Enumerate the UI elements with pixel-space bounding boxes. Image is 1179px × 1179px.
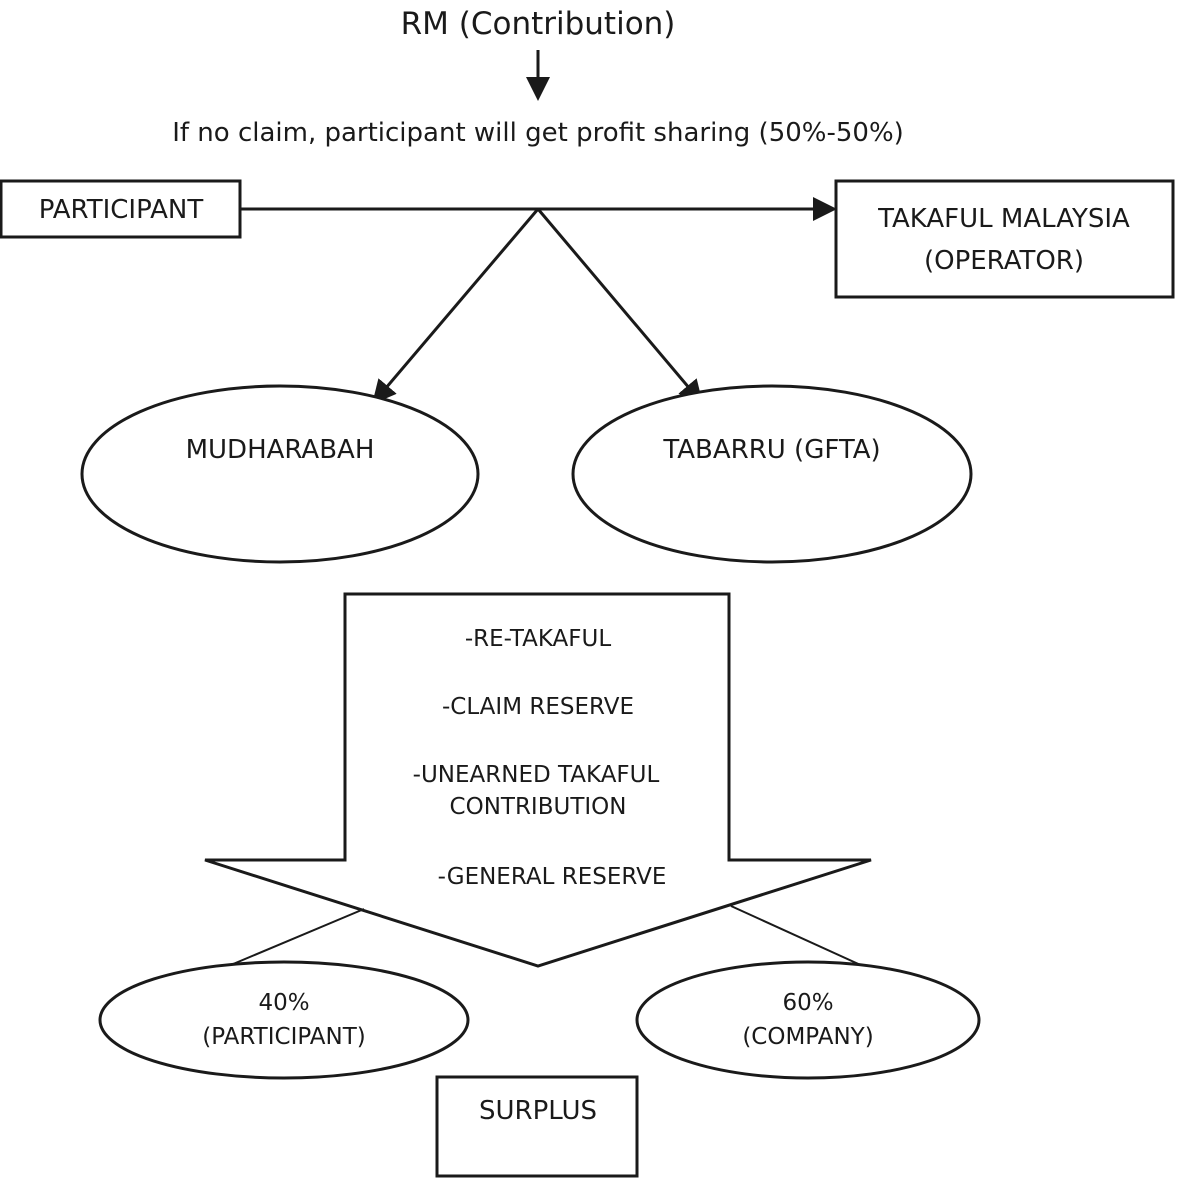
deductions-down-arrow [204, 592, 872, 968]
participant-box-label: PARTICIPANT [39, 195, 204, 225]
deduction-general-reserve: -GENERAL RESERVE [438, 864, 667, 890]
operator-box-line2: (OPERATOR) [924, 246, 1084, 276]
deduction-claim-reserve: -CLAIM RESERVE [442, 694, 634, 720]
surplus-label: SURPLUS [479, 1096, 597, 1126]
surplus-box [435, 1075, 639, 1178]
operator-box-line1: TAKAFUL MALAYSIA [877, 204, 1130, 234]
connector-to-company-share [730, 905, 866, 968]
arrow-to-tabarru [536, 208, 703, 405]
connector-to-participant-share [225, 908, 365, 968]
contribution-label: RM (Contribution) [401, 6, 676, 42]
tabarru-ellipse [571, 384, 973, 564]
deduction-retakaful: -RE-TAKAFUL [465, 626, 611, 652]
tabarru-label: TABARRU (GFTA) [662, 435, 880, 465]
deduction-unearned-line1: -UNEARNED TAKAFUL [413, 762, 660, 788]
company-share-pct: 60% [782, 990, 833, 1016]
arrow-to-mudharabah [372, 208, 540, 405]
mudharabah-label: MUDHARABAH [186, 435, 375, 465]
participant-share-pct: 40% [258, 990, 309, 1016]
deduction-unearned-line2: CONTRIBUTION [450, 794, 627, 820]
profit-sharing-note: If no claim, participant will get profit… [172, 118, 904, 148]
participant-share-ellipse [98, 960, 470, 1080]
mudharabah-ellipse [80, 384, 480, 564]
company-share-label: (COMPANY) [742, 1024, 873, 1050]
company-share-ellipse [635, 960, 981, 1080]
operator-box [834, 179, 1175, 299]
participant-share-label: (PARTICIPANT) [202, 1024, 365, 1050]
